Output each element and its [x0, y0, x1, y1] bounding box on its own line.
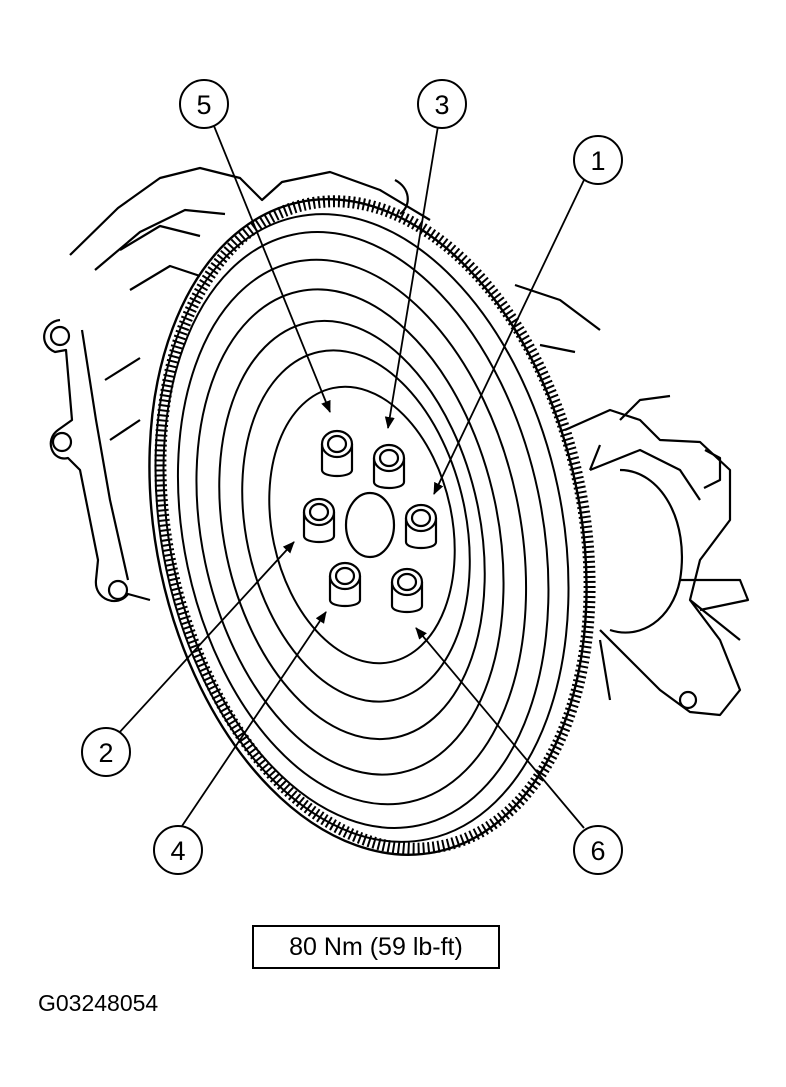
bolt-3 — [372, 443, 406, 490]
torque-spec-text: 80 Nm (59 lb-ft) — [289, 932, 463, 961]
callout-2: 2 — [81, 727, 131, 777]
engine-block-outline — [43, 166, 750, 717]
bolt-4 — [328, 561, 362, 608]
flywheel-bolts — [302, 429, 438, 614]
flywheel — [148, 195, 596, 856]
callout-3-label: 3 — [434, 90, 449, 120]
torque-spec-box: 80 Nm (59 lb-ft) — [252, 925, 500, 969]
leader-line-3 — [384, 125, 439, 429]
callout-4: 4 — [153, 825, 203, 875]
ring-gear-teeth — [154, 195, 596, 855]
callouts: 5 3 1 2 4 6 — [81, 79, 623, 875]
figure-id: G03248054 — [38, 990, 159, 1016]
bolt-2 — [302, 497, 336, 544]
leader-line-2 — [117, 541, 295, 735]
leader-line-5 — [213, 125, 331, 413]
callout-4-label: 4 — [170, 836, 185, 866]
callout-2-label: 2 — [98, 738, 113, 768]
leader-line-6 — [415, 627, 585, 829]
callout-5: 5 — [179, 79, 229, 129]
callout-6: 6 — [573, 825, 623, 875]
callout-1: 1 — [573, 135, 623, 185]
bolt-1 — [404, 503, 438, 550]
flywheel-outer-edge — [148, 198, 588, 856]
leader-line-4 — [181, 611, 327, 827]
callout-6-label: 6 — [590, 836, 605, 866]
leader-line-1 — [433, 179, 585, 495]
bolt-6 — [390, 567, 424, 614]
callout-5-label: 5 — [196, 90, 211, 120]
callout-1-label: 1 — [590, 146, 605, 176]
callout-3: 3 — [417, 79, 467, 129]
center-hub — [344, 491, 396, 559]
bolt-5 — [320, 429, 354, 478]
leader-lines — [117, 125, 585, 829]
